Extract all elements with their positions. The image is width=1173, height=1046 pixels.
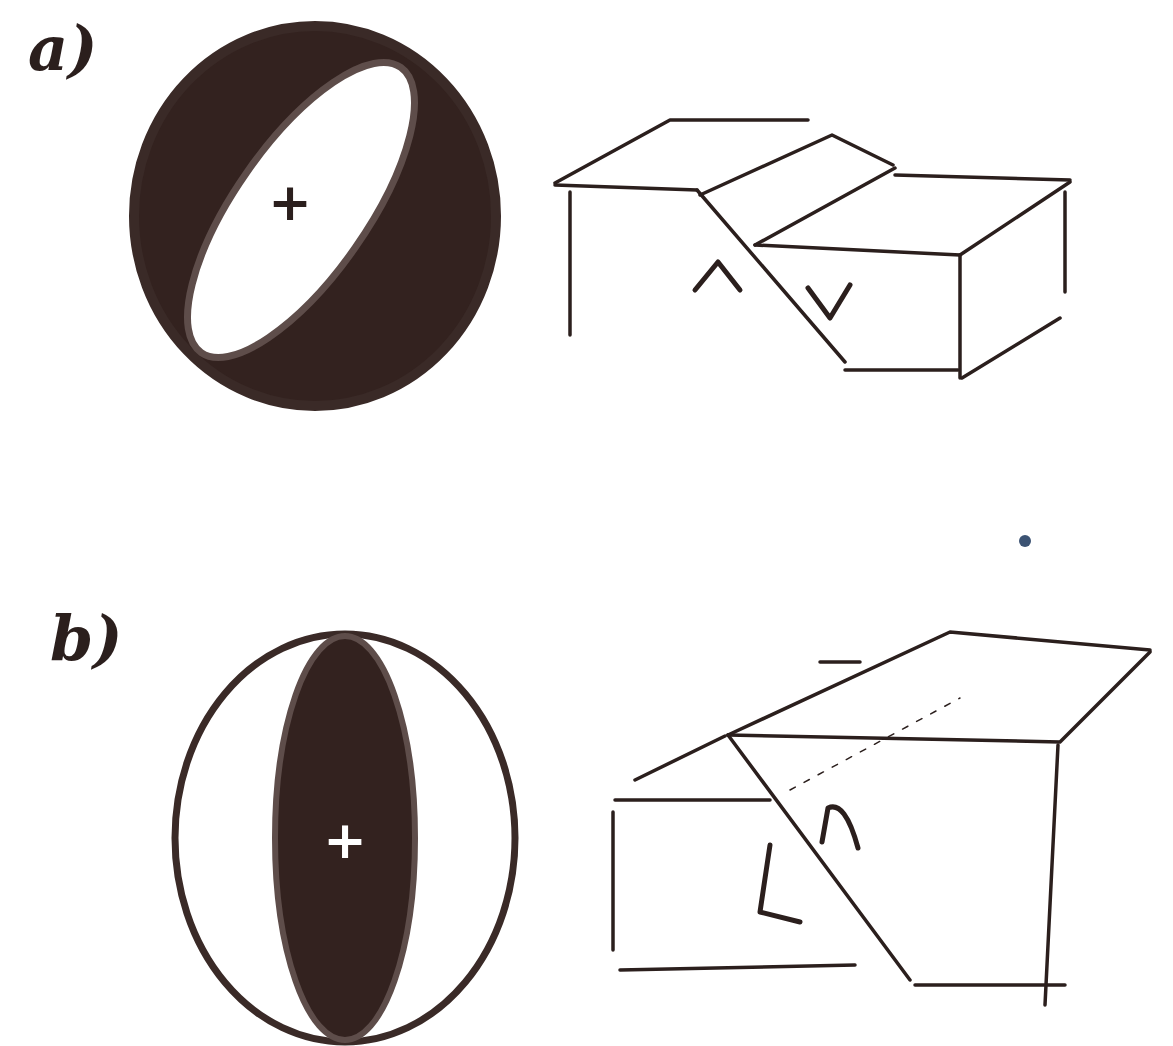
fault-block-b xyxy=(613,632,1150,1005)
polarity-sign: + xyxy=(323,814,367,866)
beachball-outline xyxy=(134,26,496,406)
compression-lens xyxy=(275,636,415,1040)
fault-block-a xyxy=(555,120,1070,378)
beachball-shape xyxy=(128,20,502,412)
dilatation-lens xyxy=(147,30,455,391)
polarity-sign: + xyxy=(268,176,312,228)
panel-label: a) xyxy=(28,18,98,80)
panel-label: b) xyxy=(50,608,123,670)
beachball-outline xyxy=(175,634,515,1042)
beachball: + xyxy=(128,20,502,412)
beachball: + xyxy=(170,628,520,1046)
